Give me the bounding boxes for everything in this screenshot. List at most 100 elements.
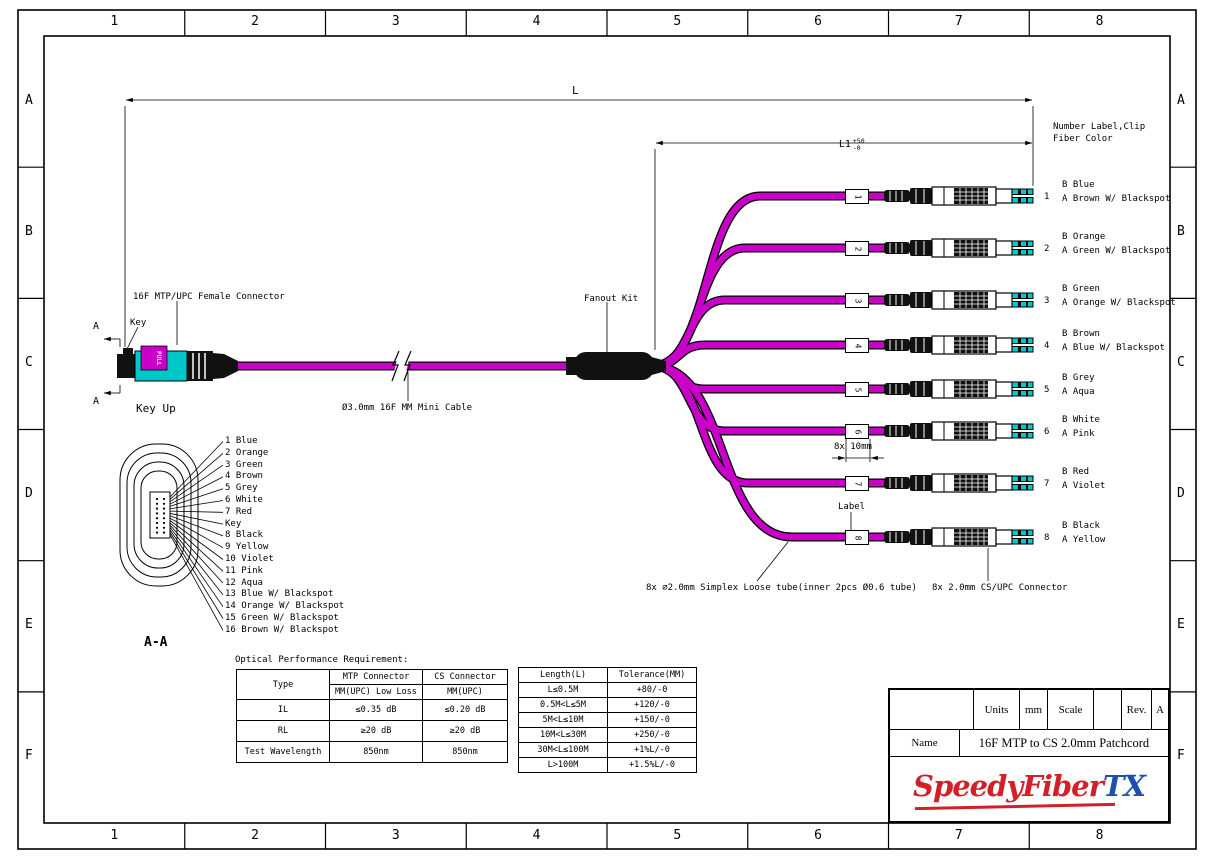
branch-number-text: 6 bbox=[852, 429, 862, 434]
optical-row-label: RL bbox=[236, 720, 330, 742]
frame-col-label: 4 bbox=[532, 828, 541, 843]
branch-index: 3 bbox=[1044, 296, 1050, 306]
section-letter-bottom: A bbox=[93, 396, 100, 407]
fiber-legend-item: 14 Orange W/ Blackspot bbox=[225, 601, 345, 612]
tolerance-col-header: Tolerance(MM) bbox=[607, 667, 697, 683]
logo-speedyfiber-text: SpeedyFiber bbox=[913, 769, 1104, 803]
optical-row-label: IL bbox=[236, 699, 330, 721]
optical-cell: ≤0.35 dB bbox=[329, 699, 423, 721]
branch-fiber-a: A Brown W/ Blackspot bbox=[1062, 194, 1171, 204]
number-label-note-line2: Fiber Color bbox=[1053, 134, 1113, 144]
branch-index: 7 bbox=[1044, 479, 1050, 489]
frame-row-label: A bbox=[25, 92, 33, 108]
frame-row-label: C bbox=[25, 354, 33, 370]
rev-value: A bbox=[1156, 703, 1164, 716]
fiber-legend-item: 12 Aqua bbox=[225, 577, 263, 588]
frame-row-label: B bbox=[25, 223, 33, 239]
pull-tab-label: PULL bbox=[155, 351, 162, 366]
frame-row-label: A bbox=[1177, 92, 1185, 108]
optical-performance-table: Type MTP Connector CS Connector MM(UPC) … bbox=[236, 669, 508, 763]
frame-row-label: D bbox=[25, 486, 33, 502]
length-cell: 0.5M<L≤5M bbox=[518, 697, 608, 713]
branch-number-text: 3 bbox=[852, 298, 862, 303]
logo-tx-text: TX bbox=[1102, 769, 1146, 803]
fanout-callout: Fanout Kit bbox=[584, 294, 639, 304]
fiber-legend-item: 10 Violet bbox=[225, 554, 274, 564]
branch-number-label: 5 bbox=[845, 382, 869, 397]
scale-value bbox=[1094, 690, 1122, 729]
scale-label: Scale bbox=[1048, 690, 1094, 729]
fiber-legend-item: 3 Green bbox=[225, 459, 263, 470]
dim-l1-text: L1 bbox=[838, 139, 851, 150]
tolerance-cell: +250/-0 bbox=[607, 727, 697, 743]
branch-number-label: 1 bbox=[845, 189, 869, 204]
optical-cell: 850nm bbox=[329, 741, 423, 763]
frame-row-label: C bbox=[1177, 354, 1185, 370]
tolerance-cell: +80/-0 bbox=[607, 682, 697, 698]
frame-col-label: 4 bbox=[532, 14, 541, 29]
fiber-legend-item: 11 Pink bbox=[225, 565, 263, 576]
branch-fiber-a: A Pink bbox=[1062, 429, 1095, 439]
branch-index: 5 bbox=[1044, 385, 1050, 395]
dim-l1-label: L1+50-0 bbox=[828, 127, 865, 151]
length-cell: L>100M bbox=[518, 757, 608, 773]
optical-cell: 850nm bbox=[422, 741, 508, 763]
fiber-legend-item: Key bbox=[225, 518, 242, 529]
fiber-legend-item: 13 Blue W/ Blackspot bbox=[225, 589, 334, 600]
optical-col3-header: CS Connector bbox=[422, 669, 508, 685]
optical-cell: ≥20 dB bbox=[329, 720, 423, 742]
branch-fiber-a: A Blue W/ Blackspot bbox=[1062, 343, 1165, 353]
tolerance-cell: +1.5%L/-0 bbox=[607, 757, 697, 773]
dim-8x10-label: 8x 10mm bbox=[834, 442, 872, 452]
fiber-legend-item: 15 Green W/ Blackspot bbox=[225, 613, 339, 623]
branch-number-label: 6 bbox=[845, 424, 869, 439]
branch-fiber-b: B Grey bbox=[1062, 373, 1095, 383]
branch-fiber-a: A Aqua bbox=[1062, 387, 1095, 397]
units-value: mm bbox=[1020, 690, 1048, 729]
number-label-note-line1: Number Label,Clip bbox=[1053, 122, 1146, 132]
loose-tube-note: 8x ∅2.0mm Simplex Loose tube(inner 2pcs … bbox=[646, 583, 917, 593]
branch-number-label: 7 bbox=[845, 476, 869, 491]
branch-index: 4 bbox=[1044, 341, 1050, 351]
aa-cross-section bbox=[119, 441, 224, 631]
branch-fiber-b: B Orange bbox=[1062, 232, 1106, 242]
frame-col-label: 7 bbox=[954, 828, 963, 843]
frame-col-label: 3 bbox=[391, 828, 400, 843]
legend-fan-lines bbox=[155, 441, 224, 631]
fiber-legend-item: 9 Yellow bbox=[225, 542, 269, 553]
logo-underline bbox=[915, 802, 1115, 810]
sheet-frame bbox=[17, 9, 1197, 850]
dim-l1-upper-tol: +50 bbox=[852, 137, 865, 145]
branch-number-text: 1 bbox=[852, 194, 862, 199]
branch-number-text: 7 bbox=[852, 481, 862, 486]
key-up-label: Key Up bbox=[136, 402, 176, 415]
frame-col-label: 8 bbox=[1095, 828, 1104, 843]
fiber-legend-item: 6 White bbox=[225, 495, 263, 505]
frame-ticks bbox=[18, 10, 1196, 849]
fiber-legend-item: 7 Red bbox=[225, 506, 253, 517]
frame-col-label: 7 bbox=[954, 14, 963, 29]
frame-col-label: 5 bbox=[673, 828, 682, 843]
length-cell: 30M<L≤100M bbox=[518, 742, 608, 758]
cs-connector-note: 8x 2.0mm CS/UPC Connector bbox=[932, 583, 1068, 593]
length-tolerance-table: Length(L) Tolerance(MM) L≤0.5M+80/-0 0.5… bbox=[518, 667, 697, 773]
frame-col-label: 5 bbox=[673, 14, 682, 29]
branch-fiber-a: A Yellow bbox=[1062, 535, 1106, 545]
branch-fiber-a: A Violet bbox=[1062, 481, 1106, 491]
length-cell: 5M<L≤10M bbox=[518, 712, 608, 728]
key-callout: Key bbox=[130, 318, 147, 328]
mtp-connector bbox=[117, 345, 238, 382]
optical-col2-header: MTP Connector bbox=[329, 669, 423, 685]
frame-row-label: F bbox=[25, 748, 33, 764]
branch-index: 6 bbox=[1044, 427, 1050, 437]
label-callout: Label bbox=[838, 502, 866, 512]
length-cell: L≤0.5M bbox=[518, 682, 608, 698]
tolerance-cell: +1%L/-0 bbox=[607, 742, 697, 758]
branch-fiber-a: A Green W/ Blackspot bbox=[1062, 246, 1171, 256]
leader-lines bbox=[126, 301, 989, 582]
cable-break-symbol bbox=[391, 350, 412, 382]
projection-symbol-cell bbox=[890, 690, 974, 729]
branch-fiber-b: B Black bbox=[1062, 521, 1100, 531]
section-view-title: A-A bbox=[144, 635, 168, 650]
